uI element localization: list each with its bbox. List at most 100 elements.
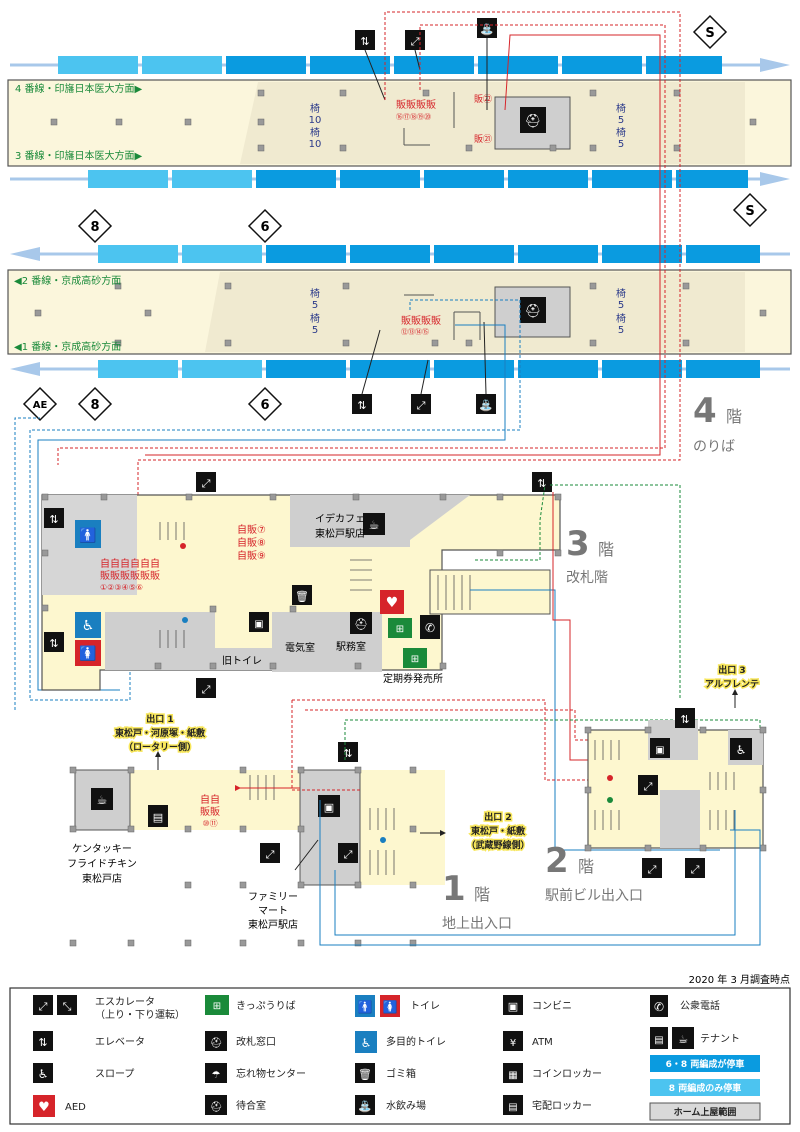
- legend-delivery-locker: 宅配ロッカー: [532, 1099, 592, 1112]
- legend-atm: ATM: [532, 1037, 553, 1048]
- svg-text:🚺: 🚺: [383, 1000, 398, 1014]
- svg-text:☕: ☕: [369, 518, 380, 532]
- pass-office: 定期券発売所: [383, 672, 443, 685]
- legend-lost-found: 忘れ物センター: [236, 1067, 306, 1080]
- vending-lower-nums: ⑫⑬⑭⑮: [401, 328, 429, 336]
- legend-roof-swatch: [649, 1102, 761, 1121]
- legend-waiting: 待合室: [236, 1099, 266, 1112]
- svg-text:販販: 販販: [200, 806, 220, 818]
- legend-coin-locker: コインロッカー: [532, 1068, 602, 1080]
- floor2-name: 駅前ビル出入口: [545, 887, 643, 904]
- vending-upper: 販販販販: [396, 99, 436, 111]
- svg-text:⤢: ⤢: [202, 477, 211, 490]
- svg-text:⤡: ⤡: [63, 1000, 72, 1013]
- vending-left-row2: 販販販販販販: [100, 570, 160, 582]
- svg-text:椅: 椅: [616, 287, 626, 300]
- svg-text:▤: ▤: [508, 1102, 517, 1113]
- legend-tenant: テナント: [700, 1033, 740, 1045]
- svg-text:5: 5: [312, 325, 318, 336]
- svg-text:⛑: ⛑: [525, 303, 542, 319]
- svg-text:自自: 自自: [200, 793, 220, 806]
- svg-text:⇅: ⇅: [537, 477, 546, 490]
- legend-escalator: エスカレータ: [95, 996, 155, 1008]
- svg-text:8: 8: [90, 398, 99, 413]
- legend-cars-68: 6・8 両編成が停車: [666, 1058, 745, 1070]
- floor2-number: 2: [545, 841, 569, 881]
- svg-text:▤: ▤: [153, 811, 163, 824]
- fm-line2: マート: [258, 906, 288, 917]
- svg-text:S: S: [745, 204, 754, 219]
- svg-text:階: 階: [726, 407, 742, 426]
- track4-label: 4 番線・印旛日本医大方面▶: [15, 82, 143, 95]
- legend-slope: スロープ: [95, 1068, 134, 1080]
- vending-upper-nums: ⑯⑰⑱⑲⑳: [396, 113, 431, 121]
- old-toilet: 旧トイレ: [222, 655, 262, 667]
- svg-text:⛑: ⛑: [354, 618, 368, 631]
- legend-toilet: トイレ: [410, 1001, 440, 1012]
- vending-22: 販㉒: [474, 93, 492, 105]
- svg-text:⇅: ⇅: [680, 713, 689, 726]
- kfc-line2: フライドチキン: [67, 858, 137, 870]
- svg-text:⊞: ⊞: [213, 1001, 221, 1012]
- svg-text:♥: ♥: [38, 1100, 50, 1115]
- legend-phone: 公衆電話: [680, 999, 720, 1012]
- svg-text:椅: 椅: [310, 312, 320, 325]
- train-cars-track1: [98, 360, 760, 378]
- svg-text:☂: ☂: [212, 1070, 221, 1081]
- legend-roof: ホーム上屋範囲: [674, 1106, 737, 1118]
- svg-text:椅: 椅: [616, 126, 626, 139]
- svg-text:8: 8: [90, 220, 99, 235]
- svg-text:⇅: ⇅: [357, 399, 366, 412]
- stop-marker-s-top: S: [692, 14, 728, 50]
- svg-text:⤢: ⤢: [644, 780, 653, 793]
- floor3-name: 改札階: [566, 570, 608, 586]
- legend-aed: AED: [65, 1102, 86, 1113]
- svg-text:⤢: ⤢: [417, 399, 426, 412]
- svg-text:⛲: ⛲: [480, 23, 494, 36]
- legend-gate-window: 改札窓口: [236, 1035, 276, 1048]
- svg-text:▣: ▣: [324, 801, 334, 814]
- vending-8: 自販⑧: [237, 536, 266, 549]
- svg-text:♿: ♿: [38, 1067, 49, 1081]
- svg-text:階: 階: [474, 885, 490, 904]
- svg-text:🚹: 🚹: [79, 527, 96, 544]
- svg-text:🚹: 🚹: [358, 1000, 373, 1014]
- floor1-name: 地上出入口: [442, 916, 512, 932]
- svg-text:⤢: ⤢: [266, 848, 275, 861]
- floor4-name: のりば: [693, 439, 735, 455]
- svg-text:⇅: ⇅: [360, 35, 369, 48]
- exit2-note: （武蔵野線側）: [466, 839, 529, 851]
- svg-text:⤢: ⤢: [691, 863, 700, 876]
- svg-text:♿: ♿: [361, 1036, 372, 1050]
- fm-line1: ファミリー: [248, 892, 298, 903]
- svg-text:椅: 椅: [310, 287, 320, 300]
- svg-text:¥: ¥: [510, 1038, 516, 1049]
- stop-marker-6-top: 6: [247, 208, 283, 244]
- train-cars-track4: [58, 56, 722, 74]
- svg-text:♿: ♿: [736, 743, 747, 757]
- svg-text:▦: ▦: [508, 1070, 517, 1081]
- vending-9: 自販⑨: [237, 549, 266, 562]
- exit2-dest: 東松戸・紙敷: [471, 825, 526, 837]
- svg-text:⛑: ⛑: [210, 1101, 223, 1113]
- legend-cars-68-swatch: [650, 1055, 760, 1072]
- vending-lower: 販販販販: [401, 315, 441, 327]
- stop-marker-8-top: 8: [77, 208, 113, 244]
- track2-label: ◀2 番線・京成高砂方面: [14, 274, 121, 287]
- legend-cars-8: 8 両編成のみ停車: [669, 1082, 741, 1094]
- exit3-title: 出口 3: [718, 664, 745, 676]
- svg-text:▣: ▣: [655, 745, 664, 756]
- svg-text:椅: 椅: [616, 312, 626, 325]
- svg-text:▣: ▣: [508, 1000, 518, 1013]
- svg-text:⊞: ⊞: [411, 654, 419, 665]
- svg-text:▣: ▣: [254, 619, 263, 630]
- vending-21: 販㉑: [474, 133, 492, 145]
- track3-label: 3 番線・印旛日本医大方面▶: [15, 149, 143, 162]
- svg-text:⛑: ⛑: [210, 1037, 223, 1049]
- exit2-title: 出口 2: [484, 811, 511, 823]
- legend-convenience: コンビニ: [532, 1000, 572, 1012]
- svg-text:5: 5: [618, 300, 624, 311]
- ground-vending-nums: ⑩⑪: [202, 819, 217, 828]
- vending-7: 自販⑦: [237, 523, 266, 536]
